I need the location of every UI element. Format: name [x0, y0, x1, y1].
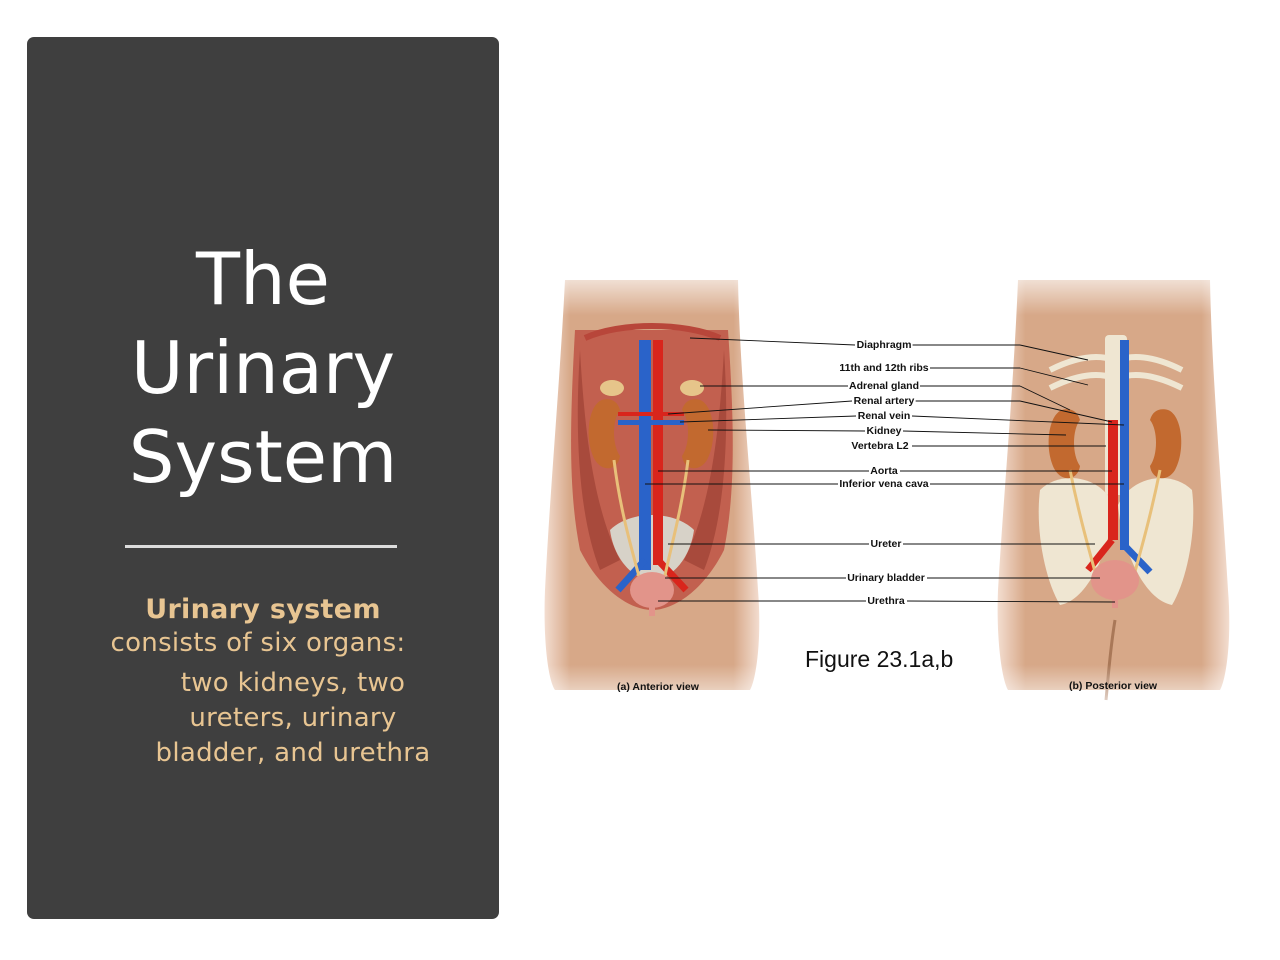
urinary-system-figure: Diaphragm 11th and 12th ribs Adrenal gla… — [540, 260, 1240, 720]
label-diaphragm: Diaphragm — [855, 339, 913, 351]
label-ureter: Ureter — [869, 538, 903, 550]
leader-lines — [645, 337, 1125, 603]
organ-list: two kidneys, two ureters, urinary bladde… — [127, 666, 459, 771]
label-aorta: Aorta — [869, 465, 899, 477]
anatomy-illustration — [540, 260, 1240, 720]
organ-list-line-3: bladder, and urethra — [155, 738, 431, 768]
title-divider — [125, 545, 397, 548]
title-panel: The Urinary System Urinary system consis… — [27, 37, 499, 919]
slide-title: The Urinary System — [27, 235, 499, 502]
label-ribs: 11th and 12th ribs — [838, 362, 930, 374]
title-line-1: The — [196, 237, 330, 321]
label-inferior-vena-cava: Inferior vena cava — [838, 478, 930, 490]
organ-list-line-2: ureters, urinary — [189, 703, 397, 733]
label-renal-artery: Renal artery — [852, 395, 916, 407]
figure-caption: Figure 23.1a,b — [805, 646, 954, 672]
anterior-view-label: (a) Anterior view — [617, 681, 699, 693]
title-line-3: System — [128, 415, 398, 499]
label-urethra: Urethra — [866, 595, 906, 607]
label-kidney: Kidney — [865, 425, 903, 437]
posterior-view-label: (b) Posterior view — [1069, 680, 1158, 692]
label-adrenal-gland: Adrenal gland — [847, 380, 921, 392]
organ-list-line-1: two kidneys, two — [180, 668, 406, 698]
subtitle-heading: Urinary system — [145, 594, 381, 625]
title-line-2: Urinary — [130, 326, 396, 410]
label-urinary-bladder: Urinary bladder — [846, 572, 926, 584]
label-vertebra-l2: Vertebra L2 — [850, 440, 910, 452]
label-renal-vein: Renal vein — [856, 410, 912, 422]
subtitle-text: consists of six organs: — [110, 628, 406, 658]
